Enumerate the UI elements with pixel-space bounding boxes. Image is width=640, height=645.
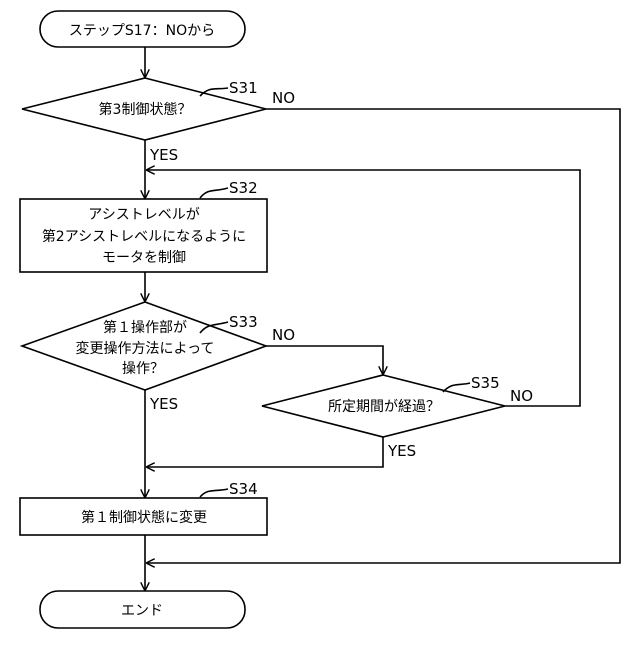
s33-line-3: 操作？	[122, 361, 164, 377]
s32-line-3: モータを制御	[102, 250, 186, 266]
s31-id: S31	[229, 79, 258, 97]
s34-text: 第１制御状態に変更	[81, 509, 207, 526]
s33-id: S33	[229, 313, 258, 331]
s31-text: 第3制御状態？	[99, 101, 192, 118]
edge-s33-no	[266, 346, 383, 374]
s32-line-2: 第2アシストレベルになるように	[42, 228, 246, 245]
start-label: ステップS17：NOから	[69, 23, 215, 39]
s35-no-label: NO	[510, 387, 533, 405]
s35-text: 所定期間が経過？	[328, 399, 440, 415]
s35-yes-label: YES	[387, 442, 416, 460]
s32-id: S32	[229, 179, 258, 197]
s33-no-label: NO	[272, 326, 295, 344]
s34-leader	[200, 489, 228, 497]
end-label: エンド	[121, 603, 163, 619]
s33-yes-label: YES	[149, 395, 178, 413]
s33-line-2: 変更操作方法によって	[76, 340, 215, 357]
s33-line-1: 第１操作部が	[103, 319, 187, 336]
s31-no-label: NO	[272, 89, 295, 107]
s32-line-1: アシストレベルが	[88, 207, 199, 223]
s32-leader	[200, 188, 228, 198]
edge-s35-yes	[147, 437, 383, 467]
s35-id: S35	[471, 374, 500, 392]
s34-id: S34	[229, 480, 258, 498]
s31-yes-label: YES	[149, 146, 178, 164]
